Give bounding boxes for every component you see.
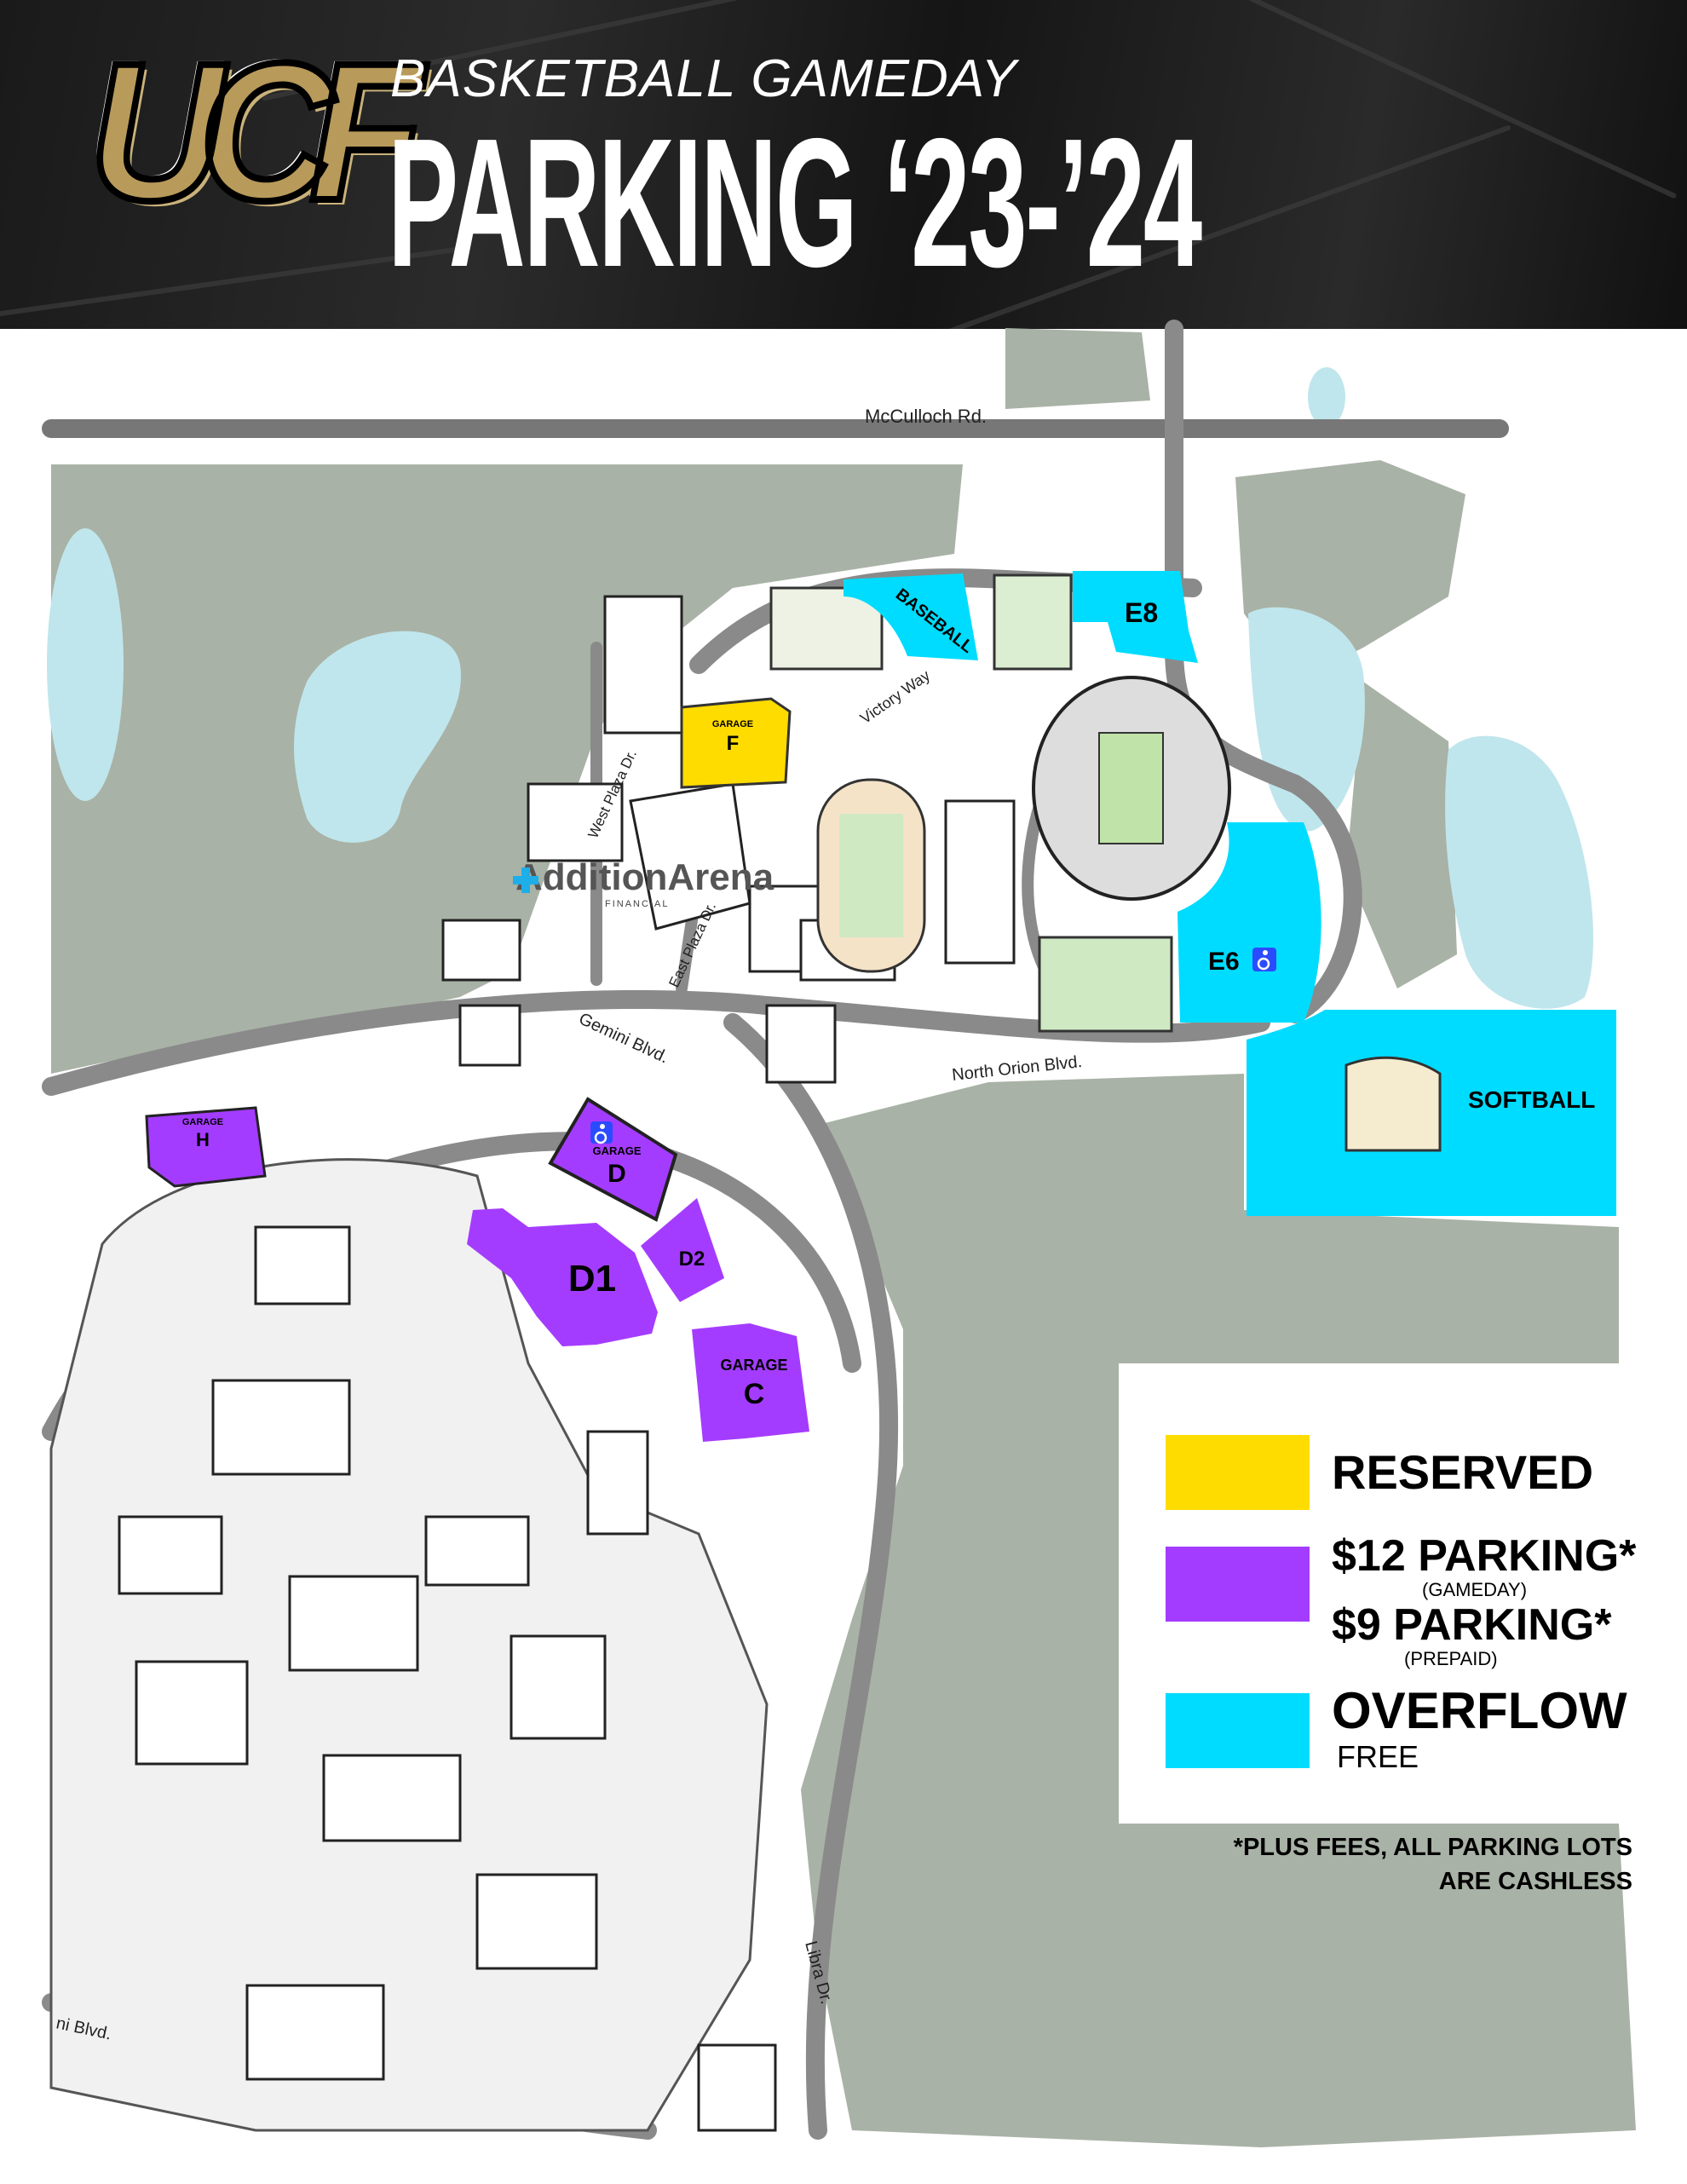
lot-label: F xyxy=(727,732,740,755)
forest-area xyxy=(1005,328,1150,409)
lot-label: E6 xyxy=(1208,948,1240,976)
lot-e8-overflow xyxy=(1073,571,1198,663)
lot-label: D1 xyxy=(568,1258,616,1299)
lot-label: GARAGE xyxy=(712,719,753,729)
ucf-logo: UCF xyxy=(86,22,427,241)
lake xyxy=(294,631,461,843)
legend-label-gameday: $12 PARKING* xyxy=(1332,1531,1637,1581)
campus-buildings xyxy=(118,595,1016,2132)
lot-garage-c xyxy=(692,1323,809,1442)
accessible-parking-icon xyxy=(590,1121,613,1144)
lot-label: GARAGE xyxy=(182,1117,223,1127)
soccer-field xyxy=(993,573,1073,671)
lot-label: SOFTBALL xyxy=(1468,1086,1595,1113)
legend-label-prepaid: $9 PARKING* xyxy=(1332,1600,1612,1650)
lot-label: D xyxy=(607,1160,626,1188)
header-banner: UCF BASKETBALL GAMEDAY PARKING ‘23-’24 xyxy=(0,0,1687,329)
lot-garage-f-reserved xyxy=(680,697,792,789)
road-label-gemini: Gemini Blvd. xyxy=(576,1010,671,1068)
lot-label: H xyxy=(196,1129,210,1150)
lot-label: GARAGE xyxy=(720,1357,787,1374)
baseball-field xyxy=(769,586,884,671)
lake xyxy=(1308,367,1345,427)
football-field xyxy=(1098,732,1164,844)
lot-label: C xyxy=(744,1378,765,1410)
arena-label: AdditionArena xyxy=(515,856,774,898)
arena-sponsor: FINANCIAL xyxy=(605,899,669,909)
road-label-mcculloch: McCulloch Rd. xyxy=(865,406,987,427)
practice-fields xyxy=(1038,936,1173,1033)
accessible-parking-icon xyxy=(1252,948,1276,971)
legend-note-gameday: (GAMEDAY) xyxy=(1422,1579,1528,1600)
legend-swatch-reserved xyxy=(1166,1435,1310,1510)
arena-building xyxy=(629,782,751,931)
arena-logo-plus-icon xyxy=(513,876,538,885)
lot-baseball-overflow xyxy=(844,573,978,660)
page-subtitle: BASKETBALL GAMEDAY xyxy=(390,49,1017,108)
footnote-line: *PLUS FEES, ALL PARKING LOTS xyxy=(1233,1834,1632,1861)
lot-e6-overflow xyxy=(1177,822,1321,1023)
forest-area xyxy=(51,464,963,1074)
legend-note-overflow: FREE xyxy=(1337,1739,1419,1774)
road-label-victory-way: Victory Way xyxy=(857,666,933,727)
legend-swatch-overflow xyxy=(1166,1693,1310,1768)
lot-label: GARAGE xyxy=(592,1144,641,1157)
footnote: *PLUS FEES, ALL PARKING LOTS ARE CASHLES… xyxy=(1234,1830,1632,1899)
legend-swatch-paid xyxy=(1166,1547,1310,1622)
legend-label-overflow: OVERFLOW xyxy=(1332,1682,1627,1739)
lot-garage-h xyxy=(145,1106,267,1188)
lot-garage-d xyxy=(548,1097,678,1222)
track-infield xyxy=(839,814,903,937)
lot-label: D2 xyxy=(679,1248,705,1271)
legend-note-prepaid: (PREPAID) xyxy=(1404,1648,1498,1669)
footnote-line: ARE CASHLESS xyxy=(1438,1868,1632,1895)
lake xyxy=(47,528,124,801)
forest-area xyxy=(801,1074,1636,2147)
lot-d2 xyxy=(641,1198,724,1302)
forest-area xyxy=(1346,682,1457,988)
lot-d1 xyxy=(467,1208,658,1346)
page-title: PARKING ‘23-’24 xyxy=(388,100,1202,305)
softball-field xyxy=(1344,1056,1442,1152)
lot-label: E8 xyxy=(1125,597,1158,628)
map-legend: RESERVED $12 PARKING* (GAMEDAY) $9 PARKI… xyxy=(1119,1365,1687,1818)
lake xyxy=(1445,735,1593,1009)
legend-label-reserved: RESERVED xyxy=(1332,1445,1594,1499)
